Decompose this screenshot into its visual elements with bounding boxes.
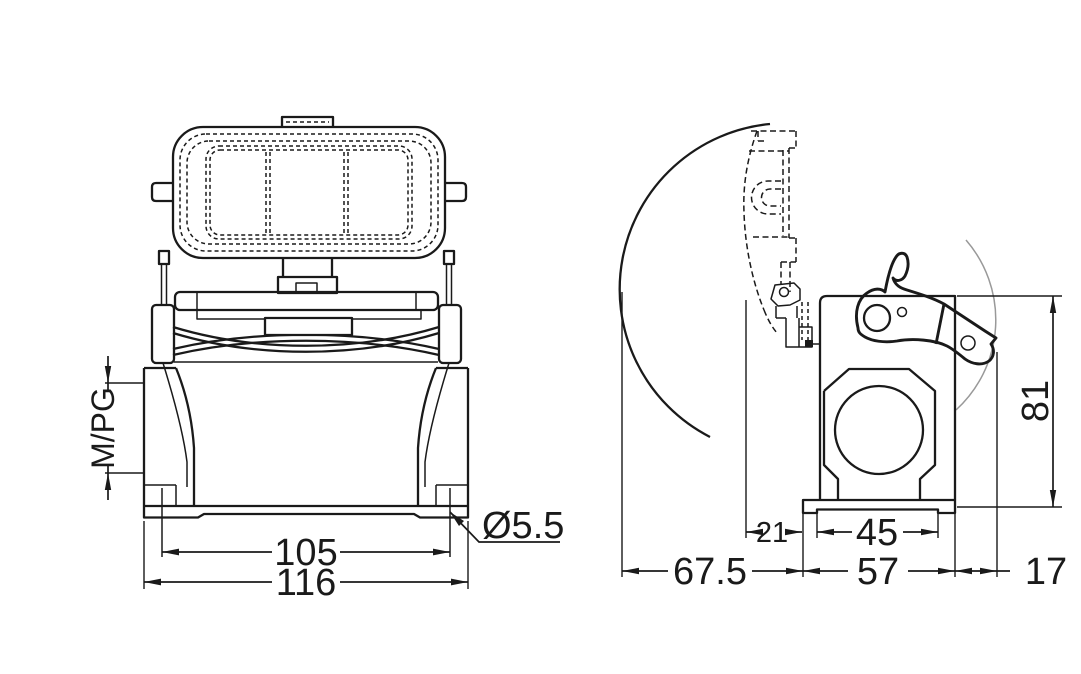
front-view: M/PG 105 116 Ø5.5 [85,115,564,604]
lever-pivot-hole [960,335,976,351]
cover-catch-outer [750,180,781,215]
dim-base-recess: 45 [816,512,939,554]
side-housing [818,294,957,500]
lever-small-hole [896,306,908,318]
front-cover-stem [276,258,339,295]
dim-hole-diameter: Ø5.5 [449,505,564,547]
dim-cover-offset: 21 [745,300,802,549]
dim-cover-offset-label: 21 [756,517,788,549]
dim-base-recess-label: 45 [856,512,898,554]
cover-top-tab [280,115,335,127]
lever-large-hole [862,303,892,333]
dim-cable-entry: M/PG [85,356,144,500]
hinge-bracket [770,282,820,348]
dim-hole-diameter-label: Ø5.5 [482,505,564,547]
cable-entry-circle [833,384,925,476]
front-flange [172,290,440,363]
locking-lever [855,251,998,366]
dim-swing-depth-label: 67.5 [673,551,747,593]
dim-base-depth: 57 [802,514,956,593]
hinge-pin-hole [778,286,790,298]
front-cover [150,115,468,260]
dim-hole-spacing-label: 105 [274,532,337,574]
lever-swing-arc [955,239,997,411]
front-latch-right [437,249,463,365]
front-housing [142,362,470,557]
dim-base-depth-label: 57 [857,551,899,593]
dim-hole-spacing: 105 [162,532,450,574]
flange-center-tab [263,316,354,337]
front-latch-left [150,249,176,365]
dim-housing-height-label: 81 [1015,380,1057,422]
base-plate [801,498,957,515]
dim-overall-width: 116 [143,521,469,604]
side-view: 21 45 67.5 57 [618,122,1067,593]
dim-overall-width-label: 116 [276,562,337,604]
dim-lever-protrusion: 17 [955,352,1067,593]
open-cover [743,130,797,334]
cover-side-tab-right [445,181,468,203]
cover-side-tab-left [150,181,173,203]
dim-housing-height: 81 [957,295,1062,508]
dim-cable-entry-label: M/PG [85,387,121,469]
cover-swing-arc [618,122,771,439]
hinge-weld-mark [805,340,813,347]
dim-swing-depth: 67.5 [621,292,803,593]
dim-lever-protrusion-label: 17 [1025,551,1067,593]
front-base-flange [142,504,470,519]
cover-catch-inner [760,188,781,207]
